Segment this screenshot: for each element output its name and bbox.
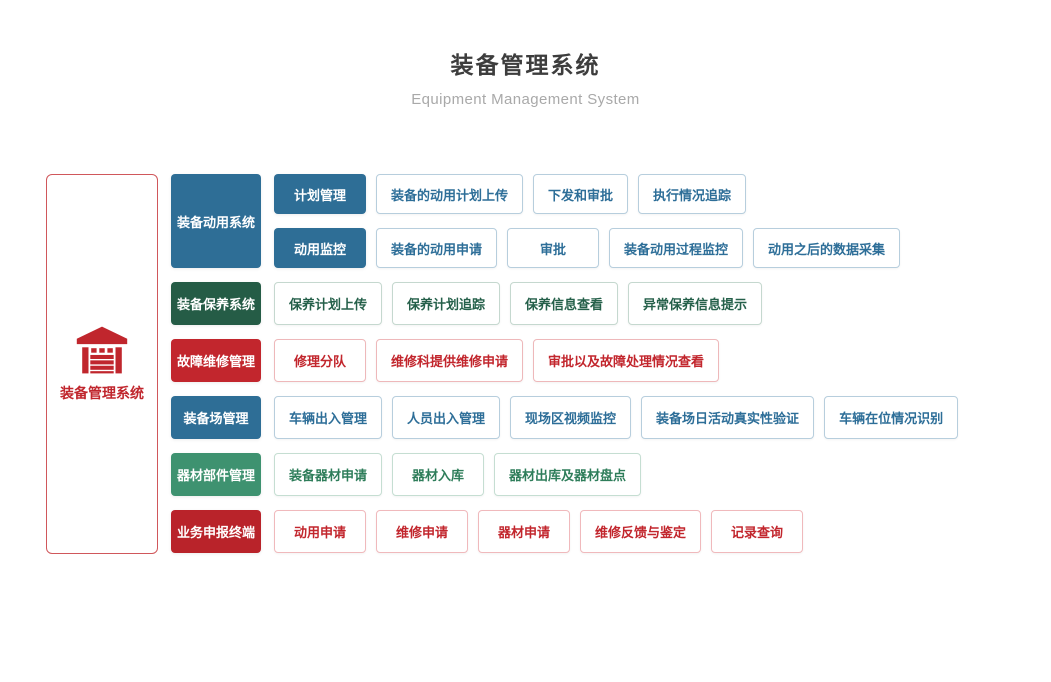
row-mobilization: 装备动用系统计划管理装备的动用计划上传下发和审批执行情况追踪动用监控装备的动用申… xyxy=(171,174,958,268)
row-depot: 装备场管理车辆出入管理人员出入管理现场区视频监控装备场日活动真实性验证车辆在位情… xyxy=(171,396,959,439)
diagram-node: 装备动用过程监控 xyxy=(609,228,744,268)
diagram-node: 维修申请 xyxy=(376,510,468,553)
category-materiel: 器材部件管理 xyxy=(171,453,261,496)
subrow: 计划管理装备的动用计划上传下发和审批执行情况追踪 xyxy=(274,174,900,214)
diagram-node: 动用申请 xyxy=(274,510,366,553)
category-repair: 故障维修管理 xyxy=(171,339,261,382)
row-maintenance: 装备保养系统保养计划上传保养计划追踪保养信息查看异常保养信息提示 xyxy=(171,282,958,325)
diagram-node: 审批以及故障处理情况查看 xyxy=(533,339,720,382)
diagram-node: 器材申请 xyxy=(478,510,570,553)
diagram-node: 维修反馈与鉴定 xyxy=(580,510,702,553)
diagram-node: 装备的动用申请 xyxy=(376,228,498,268)
subrow: 动用监控装备的动用申请审批装备动用过程监控动用之后的数据采集 xyxy=(274,228,901,268)
subcategory-node: 动用监控 xyxy=(274,228,366,268)
diagram-node: 异常保养信息提示 xyxy=(628,282,763,325)
diagram-node: 保养计划追踪 xyxy=(392,282,501,325)
items-depot: 车辆出入管理人员出入管理现场区视频监控装备场日活动真实性验证车辆在位情况识别 xyxy=(274,396,959,439)
row-repair: 故障维修管理修理分队维修科提供维修申请审批以及故障处理情况查看 xyxy=(171,339,958,382)
diagram-node: 装备器材申请 xyxy=(274,453,383,496)
root-node: 装备管理系统 xyxy=(46,174,158,554)
category-depot: 装备场管理 xyxy=(171,396,261,439)
diagram-node: 保养计划上传 xyxy=(274,282,383,325)
diagram-node: 执行情况追踪 xyxy=(638,174,747,214)
diagram-node: 装备场日活动真实性验证 xyxy=(641,396,815,439)
root-node-label: 装备管理系统 xyxy=(60,384,144,401)
diagram-node: 审批 xyxy=(507,228,600,268)
category-mobilization: 装备动用系统 xyxy=(171,174,261,268)
page-subtitle: Equipment Management System xyxy=(411,91,640,108)
diagram-node: 动用之后的数据采集 xyxy=(753,228,901,268)
diagram-node: 现场区视频监控 xyxy=(510,396,632,439)
diagram-node: 下发和审批 xyxy=(533,174,629,214)
diagram-node: 人员出入管理 xyxy=(392,396,501,439)
diagram-node: 器材入库 xyxy=(392,453,485,496)
category-maintenance: 装备保养系统 xyxy=(171,282,261,325)
warehouse-icon xyxy=(76,326,128,373)
row-reporting: 业务申报终端动用申请维修申请器材申请维修反馈与鉴定记录查询 xyxy=(171,510,958,553)
items-materiel: 装备器材申请器材入库器材出库及器材盘点 xyxy=(274,453,642,496)
items-reporting: 动用申请维修申请器材申请维修反馈与鉴定记录查询 xyxy=(274,510,804,553)
row-materiel: 器材部件管理装备器材申请器材入库器材出库及器材盘点 xyxy=(171,453,958,496)
subcategory-node: 计划管理 xyxy=(274,174,366,214)
items-maintenance: 保养计划上传保养计划追踪保养信息查看异常保养信息提示 xyxy=(274,282,763,325)
subrows-mobilization: 计划管理装备的动用计划上传下发和审批执行情况追踪动用监控装备的动用申请审批装备动… xyxy=(274,174,901,268)
diagram-node: 记录查询 xyxy=(711,510,804,553)
diagram-node: 维修科提供维修申请 xyxy=(376,339,524,382)
diagram-node: 车辆在位情况识别 xyxy=(824,396,959,439)
system-diagram: 装备管理系统 装备动用系统计划管理装备的动用计划上传下发和审批执行情况追踪动用监… xyxy=(46,174,959,554)
rows-container: 装备动用系统计划管理装备的动用计划上传下发和审批执行情况追踪动用监控装备的动用申… xyxy=(171,174,959,553)
diagram-node: 器材出库及器材盘点 xyxy=(494,453,642,496)
diagram-node: 装备的动用计划上传 xyxy=(376,174,524,214)
diagram-node: 保养信息查看 xyxy=(510,282,619,325)
diagram-node: 车辆出入管理 xyxy=(274,396,383,439)
category-reporting: 业务申报终端 xyxy=(171,510,261,553)
items-repair: 修理分队维修科提供维修申请审批以及故障处理情况查看 xyxy=(274,339,720,382)
diagram-node: 修理分队 xyxy=(274,339,366,382)
page-title: 装备管理系统 xyxy=(450,52,601,78)
